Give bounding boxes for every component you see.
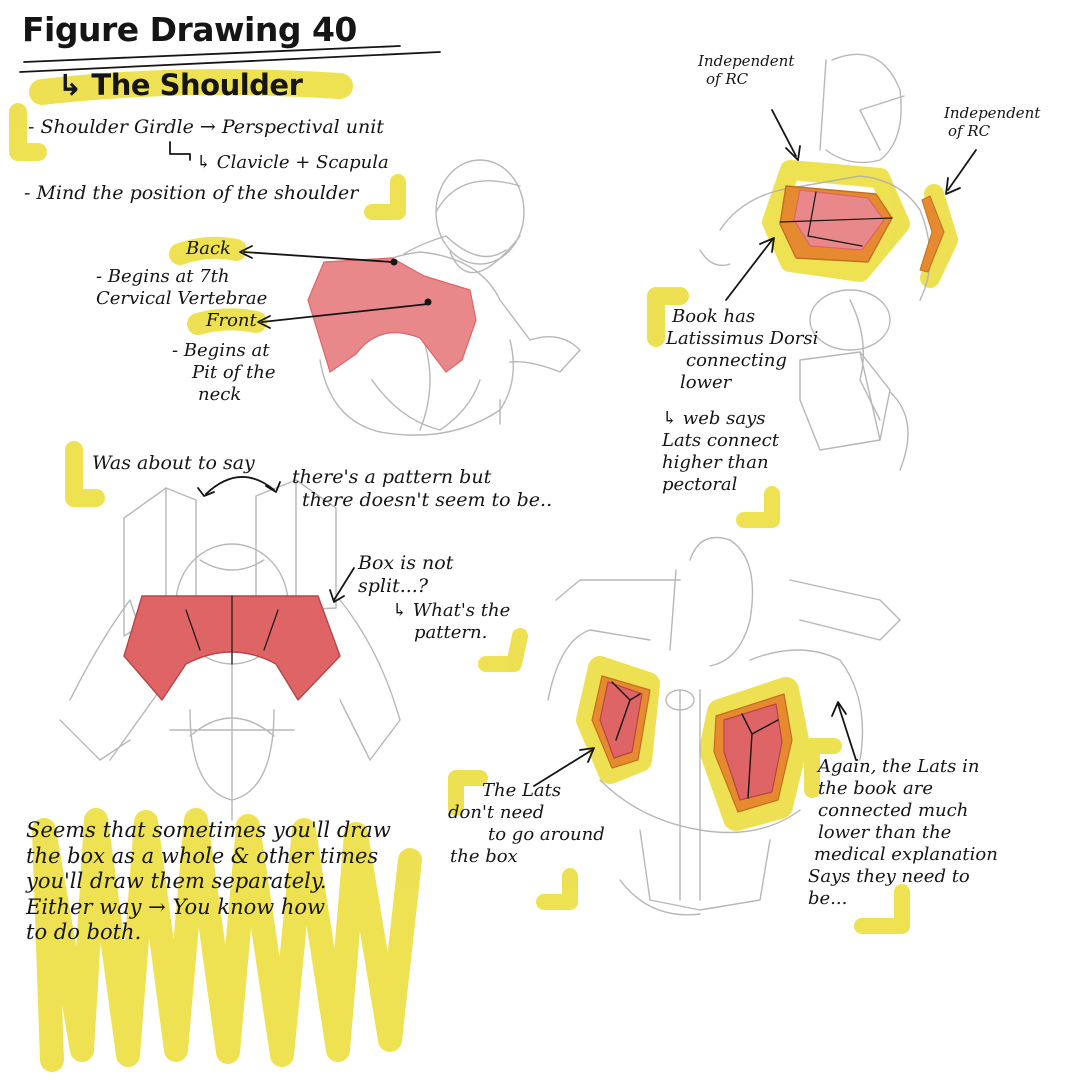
page-title: Figure Drawing 40 [22, 10, 357, 50]
back-note: - Begins at 7th Cervical Vertebrae [96, 266, 267, 310]
independent-left-arrow [772, 110, 796, 156]
web-says-note: ↳ web says Lats connect higher than pect… [662, 408, 779, 496]
again-arrow [838, 704, 856, 760]
front-point-dot [425, 299, 432, 306]
back-arrow-line [244, 252, 392, 262]
girdle-sub-connector [170, 142, 190, 160]
independent-rc-left-note: Independent of RC [698, 52, 794, 89]
independent-left-arrow-head [786, 146, 800, 160]
book-lats-note: Book has Latissimus Dorsi connecting low… [672, 306, 818, 394]
pattern-curve-arrow [206, 477, 274, 494]
subtitle-text: The Shoulder [91, 68, 302, 102]
independent-right-arrow-head [946, 178, 960, 194]
front-label: Front [206, 310, 257, 332]
right-bracket-highlight-1 [372, 182, 398, 212]
conclusion-note: Seems that sometimes you'll draw the box… [26, 818, 391, 946]
theres-pattern-note: there's a pattern but there doesn't seem… [292, 466, 552, 512]
back-point-dot [391, 259, 398, 266]
back-label: Back [186, 238, 231, 260]
mind-position-note: - Mind the position of the shoulder [24, 182, 358, 205]
whats-pattern-note: ↳ What's the pattern. [392, 600, 510, 644]
page-subtitle: ↳ The Shoulder [58, 68, 302, 103]
lats-note: The Lats don't need to go around the box [478, 780, 605, 868]
independent-right-arrow [948, 150, 976, 190]
front-note: - Begins at Pit of the neck [172, 340, 276, 406]
independent-rc-right-note: Independent of RC [944, 104, 1040, 141]
web-bracket-right [744, 494, 772, 520]
clavicle-scapula-note: ↳ Clavicle + Scapula [196, 152, 389, 174]
book-lats-arrow [726, 240, 772, 300]
was-about-note: Was about to say [92, 452, 255, 475]
shoulder-girdle-note: - Shoulder Girdle → Perspectival unit [28, 116, 384, 139]
subtitle-arrow-icon: ↳ [58, 68, 82, 102]
box-split-note: Box is not split...? [358, 552, 453, 598]
again-lats-note: Again, the Lats in the book are connecte… [818, 756, 998, 910]
lats-bracket-right [544, 876, 570, 902]
